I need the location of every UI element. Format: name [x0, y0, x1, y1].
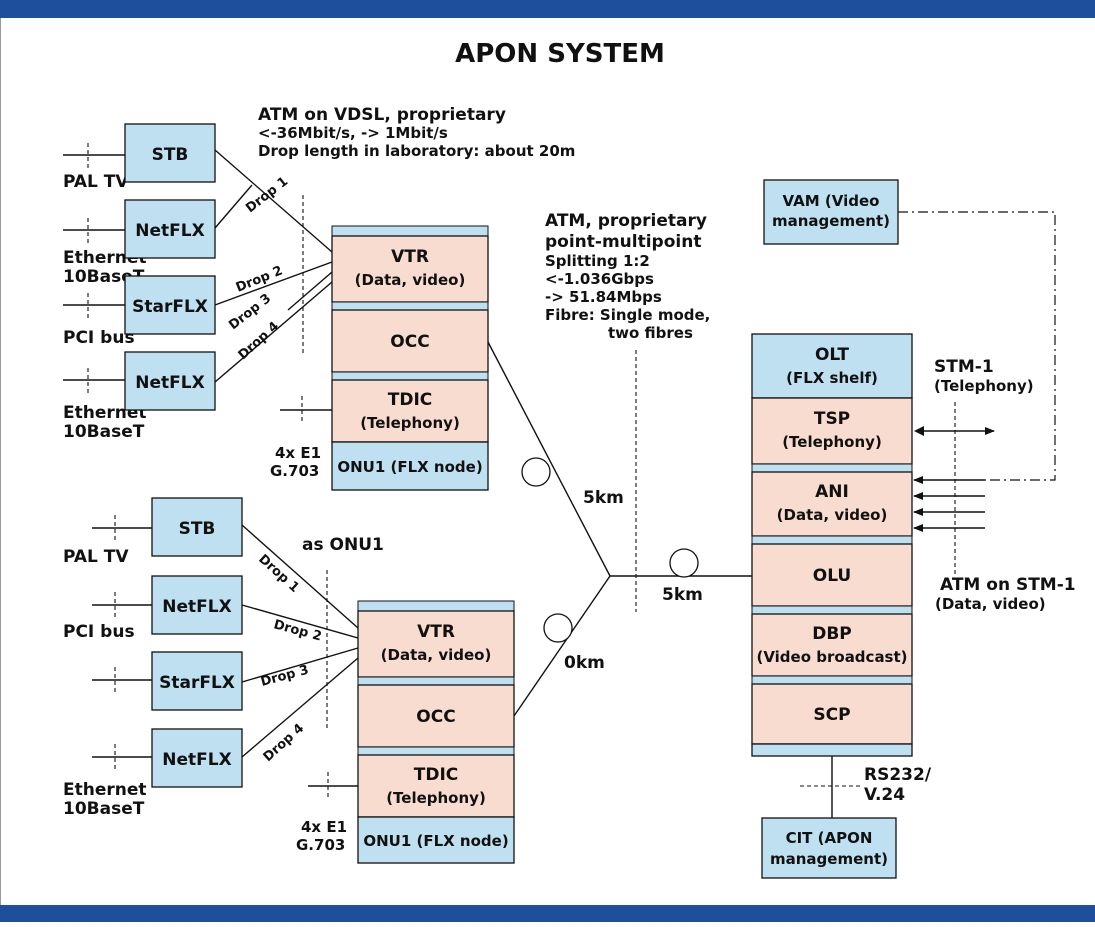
vdsl-rate: <-36Mbit/s, -> 1Mbit/s — [258, 124, 448, 142]
terminal-starflx-bottom: StarFLX — [151, 651, 243, 711]
onu1-bottom: VTR (Data, video) OCC TDIC (Telephony) O… — [357, 600, 515, 864]
svg-text:(Data, video): (Data, video) — [355, 271, 466, 289]
fibre-coil-upper — [521, 457, 551, 487]
terminal-netflx-bottom-2: NetFLX — [151, 728, 243, 788]
svg-text:CIT (APON: CIT (APON — [786, 829, 873, 847]
source-ethernet-bottom: Ethernet — [63, 780, 147, 800]
vam-box: VAM (Video management) — [763, 179, 899, 245]
bottom-band — [0, 905, 1095, 922]
v24-label: V.24 — [864, 785, 905, 805]
fibre-coil-lower — [543, 613, 573, 643]
terminal-netflx-bottom-1: NetFLX — [151, 575, 243, 635]
drop-1-bottom: Drop 1 — [255, 552, 301, 596]
stm1-label: STM-1 — [934, 357, 994, 377]
svg-text:VAM (Video: VAM (Video — [783, 192, 880, 210]
drop-4-bottom: Drop 4 — [261, 721, 307, 765]
vdsl-title: ATM on VDSL, proprietary — [258, 105, 506, 125]
fibre-coil-trunk — [669, 548, 699, 578]
vtr-top: VTR — [391, 247, 429, 267]
cit-box: CIT (APON management) — [761, 817, 897, 879]
tdic-bottom: TDIC — [414, 765, 459, 785]
tsp-label: TSP — [814, 409, 850, 429]
distance-lower: 0km — [564, 653, 605, 673]
scp-label: SCP — [813, 705, 850, 725]
olt-label: OLT — [815, 345, 849, 365]
rs232-label: RS232/ — [864, 765, 932, 785]
occ-bottom: OCC — [416, 707, 455, 727]
svg-text:NetFLX: NetFLX — [135, 221, 204, 241]
pon-fibre-1: Fibre: Single mode, — [545, 306, 710, 324]
svg-text:(Data, video): (Data, video) — [777, 506, 888, 524]
pon-up: -> 51.84Mbps — [545, 288, 662, 306]
diagram-title: APON SYSTEM — [455, 39, 665, 69]
source-pci-bus-top: PCI bus — [63, 328, 135, 348]
pon-fibre-2: two fibres — [608, 324, 693, 342]
svg-text:NetFLX: NetFLX — [162, 750, 231, 770]
source-10baset-bottom: 10BaseT — [63, 799, 145, 819]
atm-stm1-sub: (Data, video) — [935, 595, 1046, 613]
svg-text:(Telephony): (Telephony) — [782, 433, 882, 451]
vtr-bottom: VTR — [417, 622, 455, 642]
source-10baset-top-2: 10BaseT — [63, 422, 145, 442]
g703-bottom: G.703 — [296, 836, 345, 854]
svg-text:(FLX shelf): (FLX shelf) — [786, 369, 878, 387]
e1-bottom: 4x E1 — [301, 818, 347, 836]
terminal-netflx-top-2: NetFLX — [124, 351, 216, 411]
olu-label: OLU — [813, 566, 851, 586]
svg-text:(Telephony): (Telephony) — [360, 414, 460, 432]
e1-top: 4x E1 — [275, 444, 321, 462]
svg-text:(Video broadcast): (Video broadcast) — [756, 648, 907, 666]
pon-split: Splitting 1:2 — [545, 252, 650, 270]
terminal-stb-bottom: STB — [151, 497, 243, 557]
pon-title-1: ATM, proprietary — [545, 211, 707, 231]
tdic-top: TDIC — [388, 390, 433, 410]
source-pci-bus-bottom: PCI bus — [63, 622, 135, 642]
g703-top: G.703 — [270, 462, 319, 480]
svg-text:StarFLX: StarFLX — [132, 297, 208, 317]
terminal-starflx-top: StarFLX — [124, 275, 216, 335]
atm-stm1-label: ATM on STM-1 — [940, 575, 1076, 595]
svg-text:(Telephony): (Telephony) — [386, 789, 486, 807]
top-band — [0, 0, 1095, 18]
olt-shelf: OLT (FLX shelf) TSP (Telephony) ANI (Dat… — [751, 333, 913, 757]
svg-text:STB: STB — [152, 145, 189, 165]
occ-top: OCC — [390, 332, 429, 352]
svg-text:management): management) — [772, 212, 890, 230]
pon-down: <-1.036Gbps — [545, 270, 654, 288]
onu1-node-bottom: ONU1 (FLX node) — [363, 832, 508, 850]
as-onu1-note: as ONU1 — [302, 535, 384, 555]
svg-text:NetFLX: NetFLX — [135, 373, 204, 393]
dbp-label: DBP — [812, 624, 852, 644]
distance-trunk: 5km — [662, 585, 703, 605]
svg-text:StarFLX: StarFLX — [159, 673, 235, 693]
source-10baset-top-1: 10BaseT — [63, 267, 145, 287]
pon-title-2: point-multipoint — [545, 232, 701, 252]
svg-text:(Data, video): (Data, video) — [381, 646, 492, 664]
drop-3-bottom: Drop 3 — [259, 663, 310, 690]
onu1-node-top: ONU1 (FLX node) — [337, 458, 482, 476]
source-pal-tv-top: PAL TV — [63, 172, 129, 192]
terminal-netflx-top-1: NetFLX — [124, 199, 216, 259]
stm1-sub: (Telephony) — [934, 377, 1034, 395]
svg-text:STB: STB — [179, 519, 216, 539]
source-pal-tv-bottom: PAL TV — [63, 547, 129, 567]
ani-label: ANI — [815, 482, 849, 502]
distance-upper: 5km — [583, 488, 624, 508]
terminal-stb-top: STB — [124, 123, 216, 183]
onu1-top: VTR (Data, video) OCC TDIC (Telephony) O… — [331, 225, 489, 491]
vdsl-drop-length: Drop length in laboratory: about 20m — [258, 142, 575, 160]
drop-2-top: Drop 2 — [234, 263, 285, 295]
svg-text:NetFLX: NetFLX — [162, 597, 231, 617]
svg-text:management): management) — [770, 850, 888, 868]
